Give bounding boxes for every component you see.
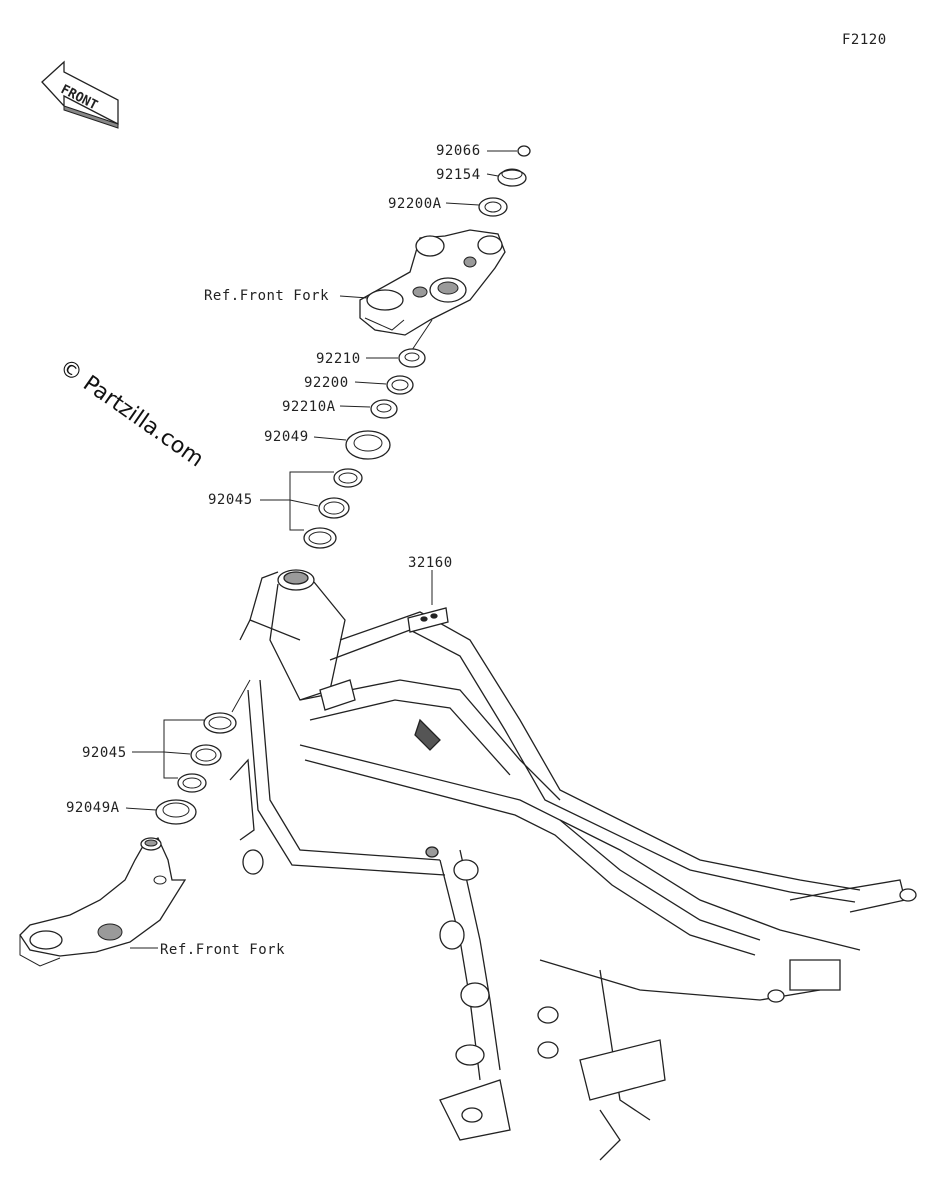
cap-92066	[517, 145, 531, 157]
washer-92200a	[478, 197, 508, 217]
main-frame	[229, 569, 917, 1161]
seal-92049a	[155, 799, 197, 825]
ref-front-fork-top: Ref.Front Fork	[204, 288, 329, 304]
bearing-set-92045-lower	[177, 712, 237, 793]
nut-92210a	[370, 399, 398, 419]
partzilla-watermark: © Partzilla.com	[55, 354, 208, 472]
callout-92210: 92210	[316, 351, 361, 367]
callout-92045-lower: 92045	[82, 745, 127, 761]
bearing-set-92045-upper	[303, 468, 363, 549]
upper-triple-clamp	[359, 229, 506, 336]
callout-92066: 92066	[436, 143, 481, 159]
callout-32160: 32160	[408, 555, 453, 571]
washer-92200	[386, 375, 414, 395]
front-direction-arrow: FRONT	[41, 60, 119, 129]
ref-front-fork-bottom: Ref.Front Fork	[160, 942, 285, 958]
callout-92200: 92200	[304, 375, 349, 391]
figure-code: F2120	[842, 32, 887, 48]
callout-92045-upper: 92045	[208, 492, 253, 508]
callout-92049a: 92049A	[66, 800, 120, 816]
callout-92049: 92049	[264, 429, 309, 445]
nut-92210	[398, 348, 426, 368]
lower-triple-clamp-stem	[19, 837, 187, 967]
seal-92049	[345, 430, 391, 460]
callout-92210a: 92210A	[282, 399, 336, 415]
callout-92154: 92154	[436, 167, 481, 183]
washer-92154	[497, 168, 527, 187]
callout-92200a: 92200A	[388, 196, 442, 212]
